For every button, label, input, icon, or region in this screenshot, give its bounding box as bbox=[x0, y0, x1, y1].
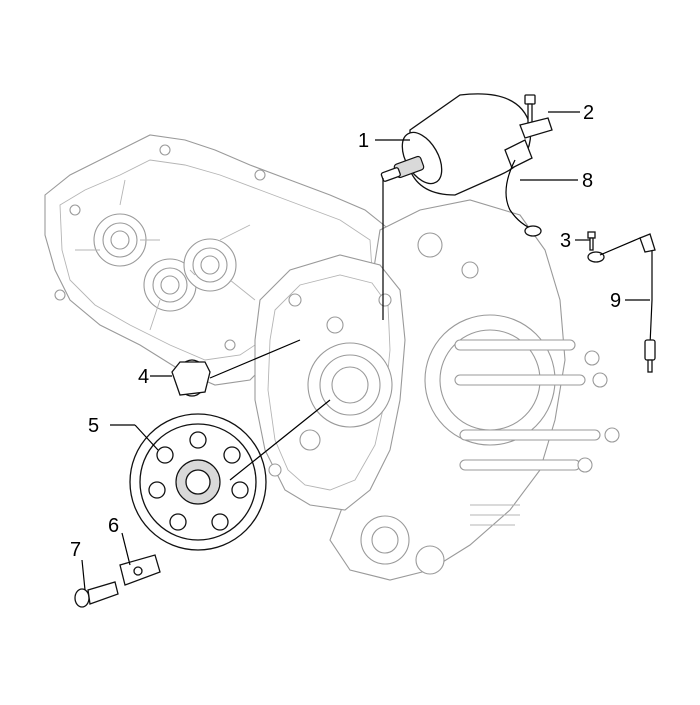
callout-6: 6 bbox=[108, 515, 119, 537]
callout-2: 2 bbox=[583, 102, 594, 124]
callout-1: 1 bbox=[358, 130, 369, 152]
callout-5: 5 bbox=[88, 415, 99, 437]
small-bolt bbox=[587, 231, 605, 263]
ring-gear bbox=[129, 413, 267, 551]
callout-4: 4 bbox=[138, 366, 149, 388]
ground-cable bbox=[505, 159, 542, 237]
callout-7: 7 bbox=[70, 539, 81, 561]
crankcase-half-ghost bbox=[254, 254, 406, 511]
starter-motor bbox=[380, 93, 533, 196]
callout-9: 9 bbox=[610, 290, 621, 312]
pinion-gear bbox=[171, 359, 211, 397]
battery-cable bbox=[599, 233, 656, 373]
gearbox-cover-ghost bbox=[44, 134, 396, 386]
retaining-clip bbox=[119, 554, 161, 586]
callout-8: 8 bbox=[582, 170, 593, 192]
callout-3: 3 bbox=[560, 230, 571, 252]
leader-lines bbox=[81, 111, 650, 591]
screw bbox=[74, 581, 119, 608]
bolt-top-right bbox=[519, 94, 553, 139]
callout-labels: 1 2 3 4 5 6 7 8 9 bbox=[70, 102, 621, 561]
